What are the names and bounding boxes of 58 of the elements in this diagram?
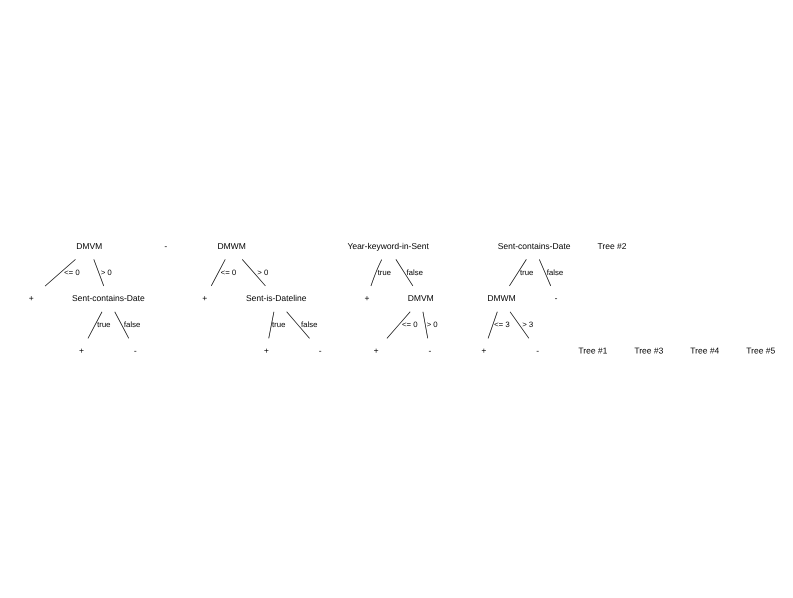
edge-label: false [124, 320, 140, 330]
label: Tree #4 [690, 346, 720, 356]
edge-label: true [378, 268, 391, 277]
node-text: - [554, 293, 558, 304]
label: Tree #5 [746, 346, 776, 356]
label: Tree #1 [578, 346, 608, 356]
edge-label: <= 3 [494, 320, 510, 330]
node-text: + [78, 346, 84, 356]
connector [210, 259, 226, 286]
node-text: Sent-contains-Date [72, 293, 145, 304]
connector [268, 311, 274, 339]
connector [509, 259, 527, 286]
node-text: + [202, 293, 208, 304]
node-text: + [364, 293, 370, 304]
edge-label: <= 0 [64, 268, 80, 277]
connector [422, 311, 428, 339]
node-text: + [264, 346, 269, 356]
node-text: - [536, 346, 540, 356]
edge-label: false [546, 268, 564, 277]
connector [93, 259, 104, 286]
node-text: + [481, 346, 486, 356]
connector [88, 311, 102, 339]
node-text: Year-keyword-in-Sent [347, 240, 429, 251]
edge-label: true [97, 320, 110, 330]
edge-label: true [272, 320, 286, 330]
node-text: Sent-is-Dateline [246, 293, 307, 304]
connector [370, 259, 382, 286]
edge-label: > 3 [522, 320, 534, 330]
node-text: - [134, 346, 137, 356]
connector [286, 311, 310, 339]
edge-label: true [520, 268, 534, 277]
connector [44, 259, 76, 286]
edge-label: false [300, 320, 318, 330]
connector [242, 259, 266, 286]
connector [114, 311, 130, 339]
node-text: DMVM [408, 293, 434, 304]
node-text: DMWM [487, 293, 516, 304]
edge-label: > 0 [426, 320, 438, 330]
node-text: - [164, 240, 168, 251]
label: Tree #2 [598, 240, 627, 251]
node-text: - [318, 346, 322, 356]
edge-label: <= 0 [402, 320, 418, 330]
connector [488, 311, 498, 339]
node-text: Sent-contains-Date [498, 240, 570, 251]
node-text: DMVM [76, 240, 102, 251]
node-text: DMWM [217, 240, 246, 251]
label: Tree #3 [634, 346, 664, 356]
connector [396, 259, 414, 286]
connector [510, 311, 530, 339]
edge-label: > 0 [257, 268, 268, 277]
edge-label: false [406, 268, 423, 277]
connector [538, 259, 552, 286]
node-text: + [28, 293, 34, 304]
edge-label: > 0 [100, 268, 112, 277]
connector [386, 311, 411, 339]
node-text: + [374, 346, 379, 356]
edge-label: <= 0 [220, 268, 236, 277]
node-text: - [428, 346, 432, 356]
